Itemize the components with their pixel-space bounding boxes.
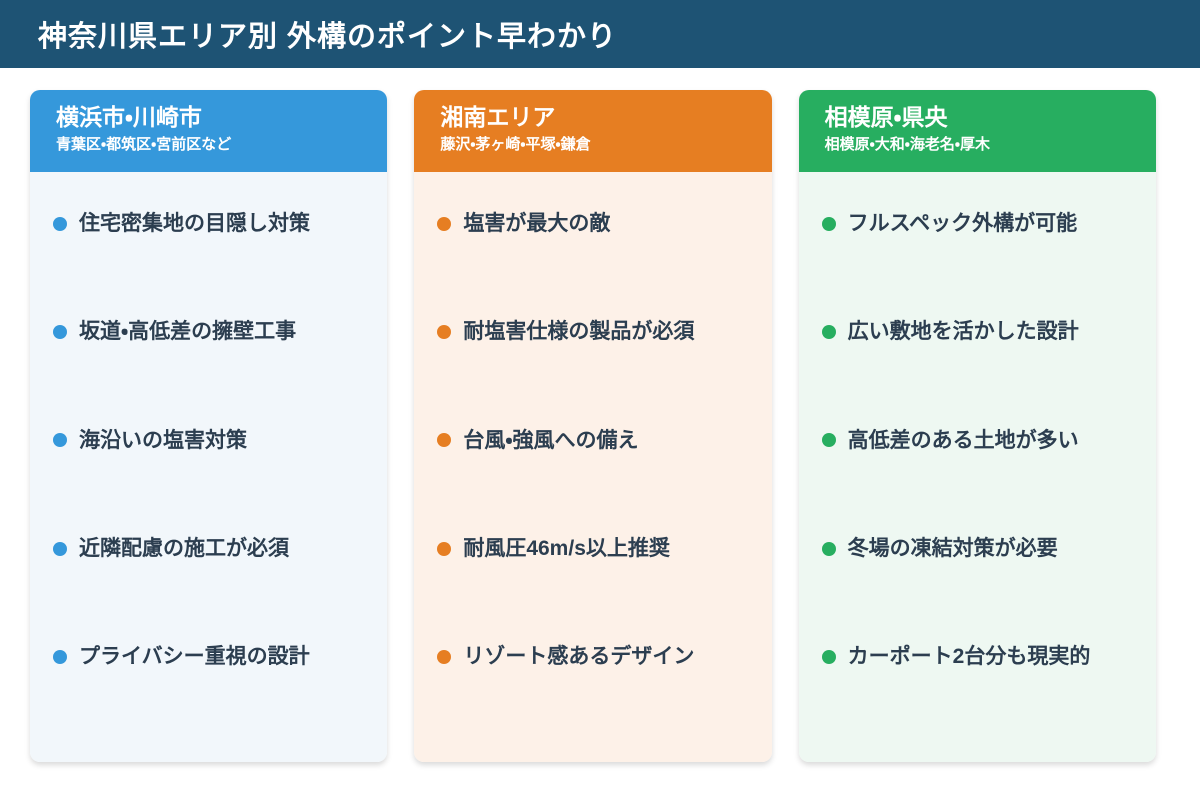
cards-container: 横浜市・川崎市 青葉区・都筑区・宮前区など 住宅密集地の目隠し対策 坂道・高低差… — [30, 90, 1156, 762]
point-text: リゾート感あるデザイン — [463, 645, 695, 669]
area-card-points: フルスペック外構が可能 広い敷地を活かした設計 高低差のある土地が多い 冬場の凍… — [798, 172, 1156, 762]
point-text: フルスペック外構が可能 — [847, 212, 1078, 235]
point-item: 住宅密集地の目隠し対策 — [53, 210, 364, 237]
bullet-dot-icon — [437, 216, 452, 231]
area-card-subtitle: 藤沢・茅ヶ崎・平塚・鎌倉 — [440, 135, 591, 153]
point-item: プライバシー重視の設計 — [53, 643, 364, 670]
point-text: 広い敷地を活かした設計 — [847, 320, 1079, 344]
area-card-subtitle: 相模原・大和・海老名・厚木 — [824, 135, 990, 153]
point-item: 台風・強風への備え — [437, 427, 748, 454]
point-item: 耐塩害仕様の製品が必須 — [437, 318, 748, 345]
area-card-subtitle: 青葉区・都筑区・宮前区など — [56, 135, 232, 153]
bullet-dot-icon — [821, 216, 836, 231]
point-text: 高低差のある土地が多い — [847, 428, 1079, 452]
point-text: 耐風圧46m/s以上推奨 — [463, 536, 670, 560]
bullet-dot-icon — [437, 541, 452, 556]
point-item: 耐風圧46m/s以上推奨 — [437, 535, 748, 562]
point-text: 坂道・高低差の擁壁工事 — [79, 320, 297, 344]
area-card-yokohama-kawasaki: 横浜市・川崎市 青葉区・都筑区・宮前区など 住宅密集地の目隠し対策 坂道・高低差… — [30, 90, 388, 762]
bullet-dot-icon — [437, 433, 452, 448]
page-header: 神奈川県エリア別 外構のポイント早わかり — [0, 0, 1200, 68]
bullet-dot-icon — [53, 541, 67, 556]
area-card-header: 相模原・県央 相模原・大和・海老名・厚木 — [798, 90, 1156, 172]
bullet-dot-icon — [53, 216, 67, 231]
bullet-dot-icon — [437, 649, 452, 664]
point-item: フルスペック外構が可能 — [821, 210, 1133, 237]
area-card-title: 相模原・県央 — [824, 104, 948, 130]
area-card-header: 湘南エリア 藤沢・茅ヶ崎・平塚・鎌倉 — [414, 90, 772, 172]
point-item: 塩害が最大の敵 — [437, 210, 748, 237]
point-text: 台風・強風への備え — [463, 428, 639, 452]
area-card-header: 横浜市・川崎市 青葉区・都筑区・宮前区など — [30, 90, 388, 172]
point-text: 耐塩害仕様の製品が必須 — [463, 320, 695, 344]
bullet-dot-icon — [821, 324, 836, 339]
point-text: 海沿いの塩害対策 — [79, 428, 247, 452]
point-item: 高低差のある土地が多い — [821, 427, 1133, 454]
point-text: プライバシー重視の設計 — [79, 645, 310, 669]
point-item: カーポート2台分も現実的 — [821, 643, 1133, 670]
bullet-dot-icon — [437, 324, 452, 339]
point-text: 塩害が最大の敵 — [463, 212, 611, 235]
point-text: 冬場の凍結対策が必要 — [847, 536, 1058, 560]
bullet-dot-icon — [821, 433, 836, 448]
point-text: 近隣配慮の施工が必須 — [79, 536, 289, 560]
bullet-dot-icon — [821, 541, 836, 556]
point-item: リゾート感あるデザイン — [437, 643, 748, 670]
bullet-dot-icon — [53, 649, 67, 664]
point-item: 海沿いの塩害対策 — [53, 427, 364, 454]
area-card-shonan: 湘南エリア 藤沢・茅ヶ崎・平塚・鎌倉 塩害が最大の敵 耐塩害仕様の製品が必須 台… — [414, 90, 772, 762]
bullet-dot-icon — [53, 433, 67, 448]
point-item: 広い敷地を活かした設計 — [821, 318, 1133, 345]
point-text: カーポート2台分も現実的 — [847, 645, 1091, 669]
area-card-points: 住宅密集地の目隠し対策 坂道・高低差の擁壁工事 海沿いの塩害対策 近隣配慮の施工… — [30, 172, 388, 762]
bullet-dot-icon — [53, 324, 67, 339]
area-card-title: 湘南エリア — [440, 104, 556, 130]
area-card-points: 塩害が最大の敵 耐塩害仕様の製品が必須 台風・強風への備え 耐風圧46m/s以上… — [414, 172, 772, 762]
page-title: 神奈川県エリア別 外構のポイント早わかり — [38, 21, 618, 53]
point-item: 冬場の凍結対策が必要 — [821, 535, 1133, 562]
bullet-dot-icon — [821, 649, 836, 664]
point-item: 坂道・高低差の擁壁工事 — [53, 318, 364, 345]
point-text: 住宅密集地の目隠し対策 — [79, 212, 310, 235]
area-card-sagamihara-keno: 相模原・県央 相模原・大和・海老名・厚木 フルスペック外構が可能 広い敷地を活か… — [798, 90, 1156, 762]
area-card-title: 横浜市・川崎市 — [56, 104, 202, 130]
point-item: 近隣配慮の施工が必須 — [53, 535, 364, 562]
